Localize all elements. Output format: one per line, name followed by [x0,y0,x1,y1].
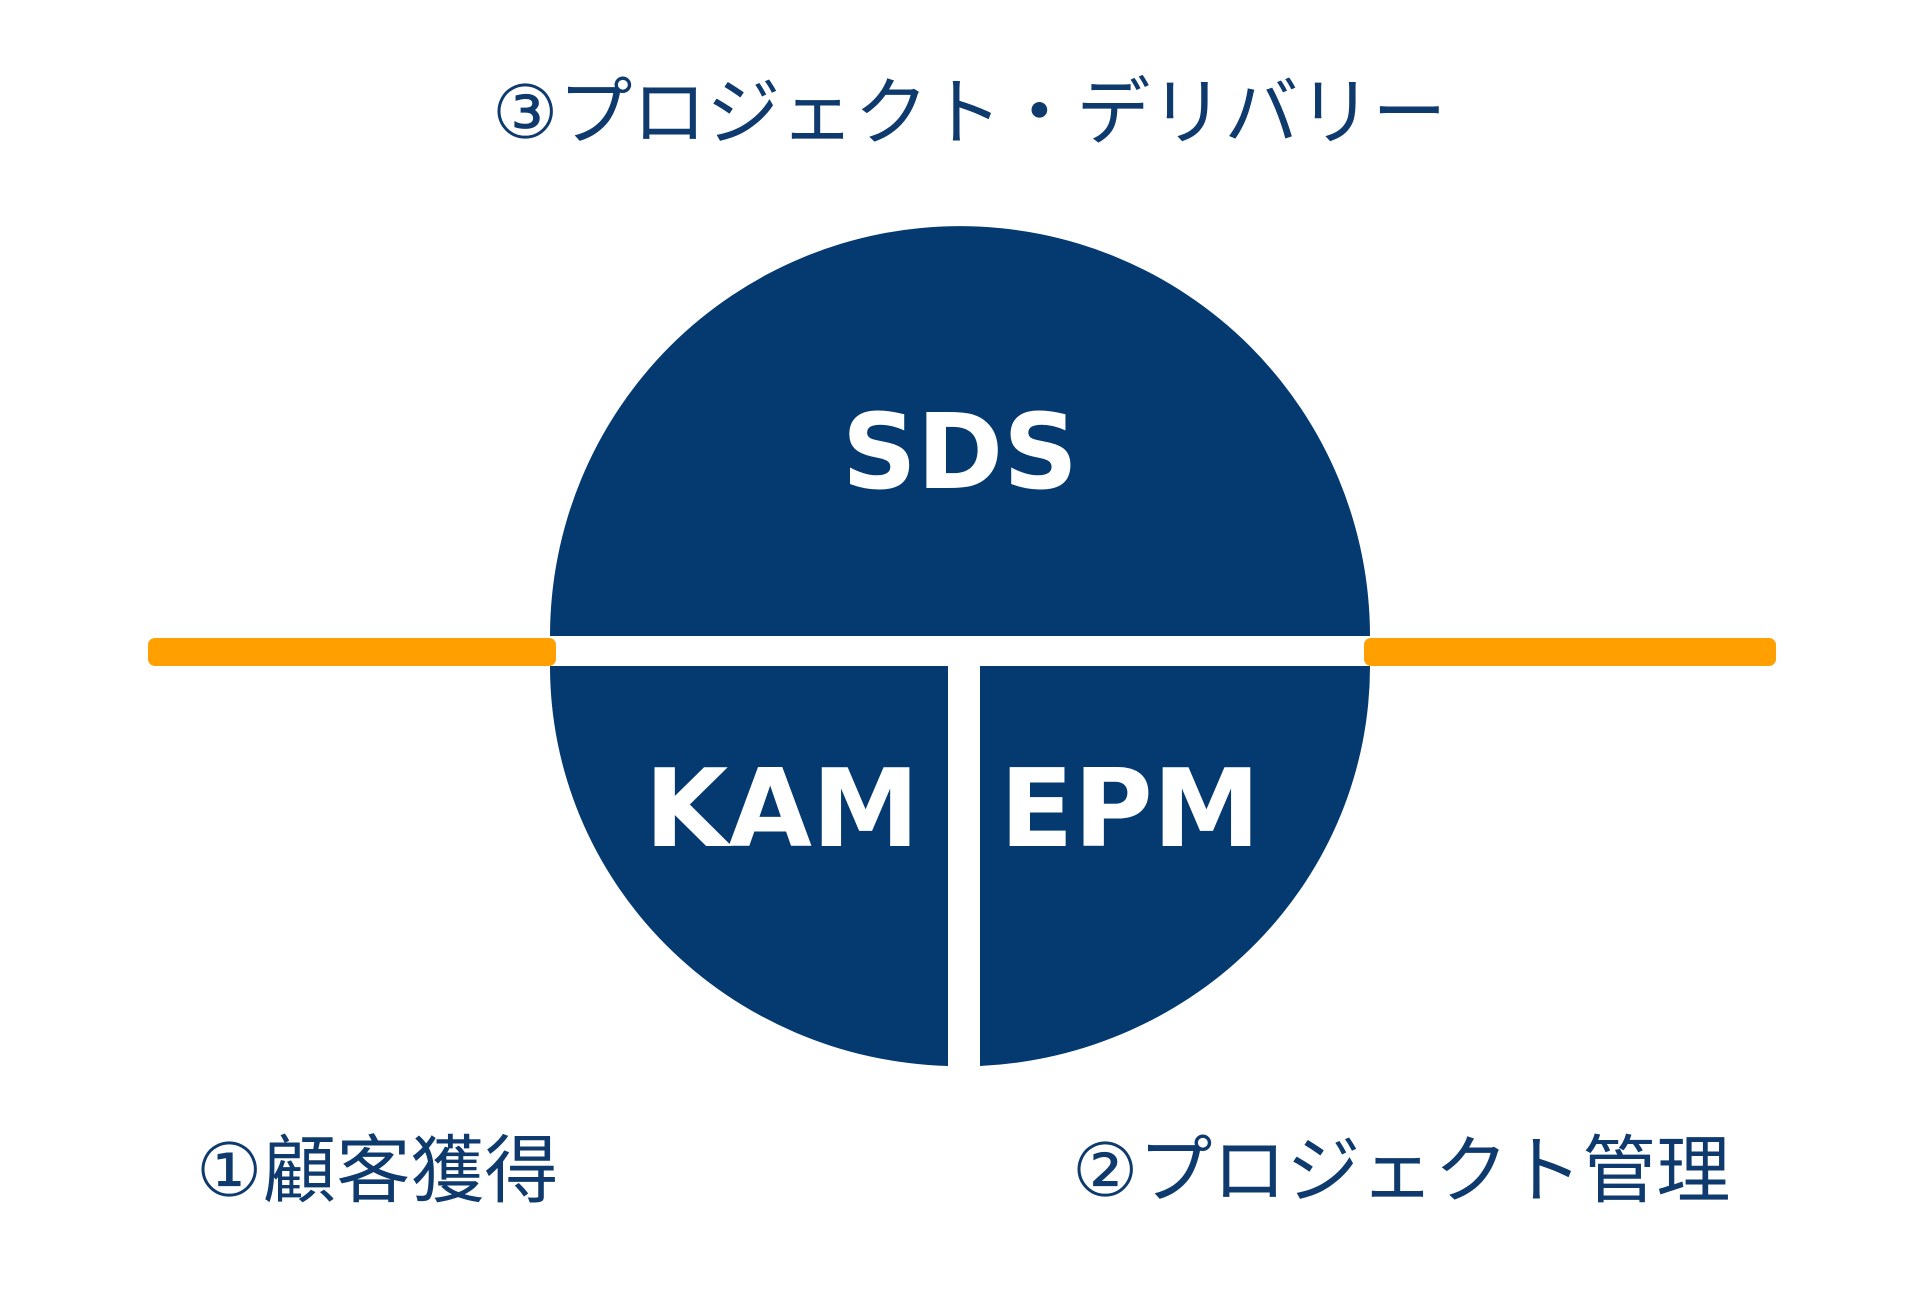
segment-bottom-left [549,666,948,1066]
label-project-delivery: ③プロジェクト・デリバリー [492,70,1447,156]
label-project-management: ②プロジェクト管理 [1072,1128,1731,1214]
axis-line-right [1364,638,1776,666]
segment-label-bottom-right: EPM [1000,747,1260,872]
axis-line-left [148,638,556,666]
label-customer-acquisition: ①顧客獲得 [196,1128,559,1214]
segment-top [550,226,1370,636]
segment-bottom-right [980,666,1371,1066]
segment-label-top: SDS [842,391,1078,513]
segment-label-bottom-left: KAM [645,747,920,872]
